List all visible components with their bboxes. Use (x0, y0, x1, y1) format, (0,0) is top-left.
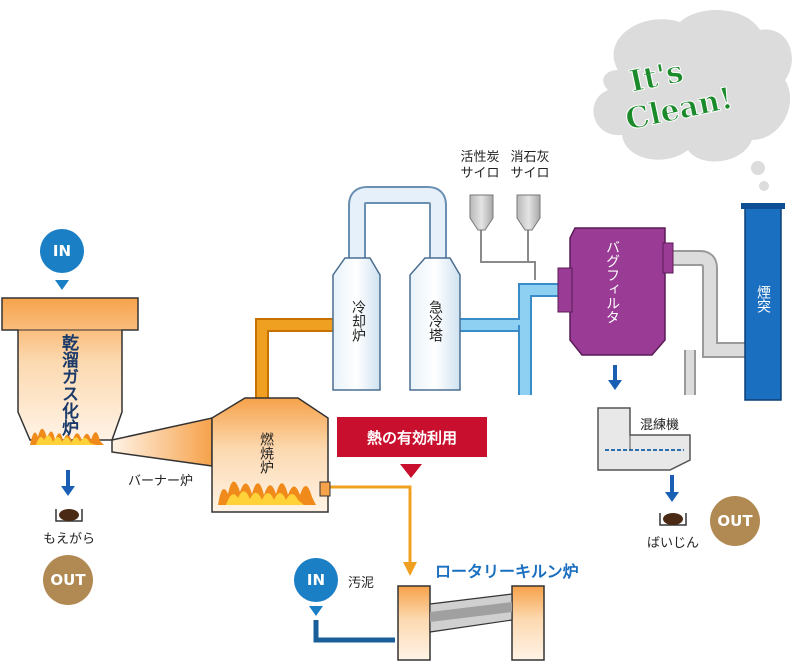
carbon-silo-label-line2: サイロ (460, 166, 500, 181)
sludge-label: 汚泥 (348, 576, 375, 591)
quench-tower (409, 257, 461, 391)
carbon-silo-label: 活性炭 サイロ (450, 150, 510, 182)
silo-feed-lines (480, 228, 536, 280)
kneader (597, 407, 691, 471)
clean-cloud: It's Clean! (593, 10, 792, 191)
heat-reuse-line (328, 485, 412, 565)
carbon-silo-label-line1: 活性炭 (460, 150, 500, 165)
ash-tray-icon (55, 509, 83, 522)
rotary-kiln (397, 585, 545, 661)
sludge-in-marker (294, 558, 338, 616)
combustion-furnace-label: 燃焼炉 (258, 432, 274, 474)
slaked-lime-silo (516, 194, 541, 231)
pyrolysis-in-marker (40, 229, 84, 290)
burner-furnace-label: バーナー炉 (128, 474, 194, 489)
lime-silo-label-line1: 消石灰 (510, 150, 550, 165)
sludge-feed-pipe (313, 620, 395, 643)
pyrolysis-furnace-label: 乾溜ガス化炉 (58, 334, 78, 436)
bag-filter-label: バグフィルタ (604, 240, 620, 324)
flyash-label: ばいじん (646, 536, 699, 551)
rotary-kiln-label: ロータリーキルン炉 (435, 562, 579, 581)
activated-carbon-silo (469, 194, 494, 231)
flyash-out-label: OUT (717, 512, 753, 530)
heat-reuse-box (337, 417, 487, 457)
cooling-furnace-label: 冷却炉 (350, 300, 366, 342)
pyrolysis-in-label: IN (52, 242, 72, 260)
flame-icon (218, 481, 316, 505)
residue-out-marker (43, 555, 93, 605)
residue-label: もえがら (42, 532, 95, 547)
residue-out-label: OUT (50, 571, 86, 589)
combustion-furnace (211, 397, 331, 513)
pyrolysis-furnace (1, 297, 213, 467)
stack-label: 煙突 (755, 285, 771, 313)
lime-silo-label: 消石灰 サイロ (500, 150, 560, 182)
flame-icon (30, 428, 104, 445)
cooling-furnace (332, 257, 381, 391)
heat-reuse-label: 熱の有効利用 (366, 429, 457, 447)
kneader-label: 混練機 (640, 418, 680, 433)
quench-tower-label: 急冷塔 (427, 300, 443, 342)
heat-reuse-arrow-icon (400, 464, 422, 478)
stack (741, 203, 785, 401)
ash-tray-icon (659, 513, 687, 526)
flyash-out-marker (710, 496, 760, 546)
sludge-in-label: IN (306, 571, 326, 589)
lime-silo-label-line2: サイロ (510, 166, 550, 181)
bag-filter (557, 227, 674, 356)
